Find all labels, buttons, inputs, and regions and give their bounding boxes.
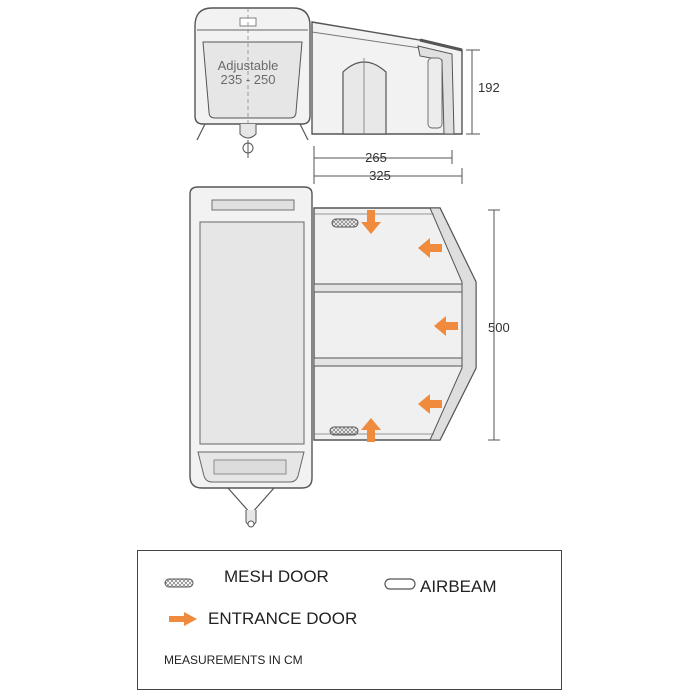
mesh-door-bottom [329, 426, 359, 436]
entrance-arrow-top [361, 210, 381, 234]
height-dimension [466, 49, 480, 135]
legend-airbeam: AIRBEAM [420, 577, 497, 596]
legend-measurements-note: MEASUREMENTS IN CM [164, 653, 303, 667]
mesh-door-top [331, 218, 359, 228]
entrance-arrow-icon [169, 612, 197, 626]
awning-side-profile [311, 21, 463, 135]
airbeam-cross-lower [313, 357, 463, 367]
airbeam-cross-upper [313, 283, 463, 293]
depth-dimensions [313, 146, 463, 184]
caravan-plan [189, 186, 313, 528]
legend-mesh-door: MESH DOOR [224, 567, 329, 586]
depth-inner-label: 265 [365, 150, 387, 165]
entrance-arrow-right-middle [434, 316, 458, 336]
caravan-end-view [194, 7, 311, 158]
entrance-arrow-bottom [361, 418, 381, 442]
plan-view: 500 [189, 186, 510, 528]
side-view: Adjustable 235 - 250 192 [194, 7, 500, 184]
awning-plan [313, 207, 477, 441]
adjustable-label: Adjustable [218, 58, 279, 73]
width-label: 500 [488, 320, 510, 335]
height-label: 192 [478, 80, 500, 95]
adjustable-range-label: 235 - 250 [221, 72, 276, 87]
mesh-door-icon [164, 578, 194, 588]
entrance-arrows [361, 210, 458, 442]
entrance-arrow-right-upper [418, 238, 442, 258]
legend-entrance-door: ENTRANCE DOOR [208, 609, 358, 628]
airbeam-icon [384, 578, 416, 590]
legend: MESH DOOR AIRBEAM ENTRANCE DOOR MEASUREM… [137, 550, 562, 690]
depth-outer-label: 325 [369, 168, 391, 183]
side-door [342, 61, 387, 135]
width-dimension [488, 209, 500, 441]
entrance-arrow-right-lower [418, 394, 442, 414]
